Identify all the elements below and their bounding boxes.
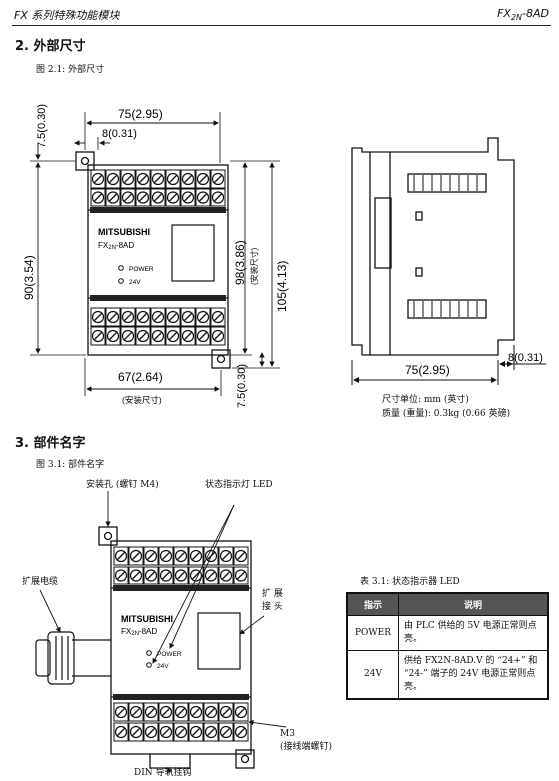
callout-expansion-cable: 扩展电缆 bbox=[22, 577, 59, 587]
units-note: 尺寸单位: mm (英寸) 质量 (重量): 0.3kg (0.66 英磅) bbox=[382, 393, 510, 421]
external-dimension-drawing: MITSUBISHI FX2N-8AD POWER 24V 75(2.95) bbox=[22, 104, 546, 408]
side-view: 75(2.95) 8(0.31) bbox=[351, 137, 546, 385]
header-rule bbox=[12, 25, 551, 26]
table-cell-key: POWER bbox=[346, 615, 399, 651]
terminal-block-top bbox=[113, 546, 249, 585]
part-names-drawing: MITSUBISHI FX2N-8AD POWER 24V bbox=[35, 491, 287, 774]
device-brand: MITSUBISHI bbox=[98, 227, 150, 237]
page-header-left: FX 系列特殊功能模块 bbox=[14, 9, 120, 22]
callout-din-rail-hook: DIN 导轨挂钩 bbox=[134, 768, 192, 778]
dim-side-depth: 75(2.95) bbox=[405, 363, 450, 377]
device-brand: MITSUBISHI bbox=[121, 614, 173, 624]
dim-left-height: 90(3.54) bbox=[22, 255, 36, 300]
table-cell-desc: 由 PLC 供给的 5V 电源正常则点亮。 bbox=[398, 615, 549, 651]
table-row: 24V 供给 FX2N-8AD.V 的 “24+” 和 “24-” 端子的 24… bbox=[346, 650, 549, 700]
status-led-table: 指示 说明 POWER 由 PLC 供给的 5V 电源正常则点亮。 24V 供给… bbox=[346, 592, 549, 700]
terminal-block-bottom bbox=[113, 702, 249, 742]
weight-line: 质量 (重量): 0.3kg (0.66 英磅) bbox=[382, 409, 511, 419]
expansion-cable bbox=[35, 631, 111, 685]
table-3-1-caption: 表 3.1: 状态指示器 LED bbox=[360, 577, 460, 587]
callout-expansion-connector: 扩 展 接 头 bbox=[262, 589, 283, 612]
dim-top-margin: 7.5(0.30) bbox=[36, 104, 48, 148]
led-power-label: POWER bbox=[157, 651, 182, 658]
led-power-label: POWER bbox=[129, 266, 154, 273]
table-row: POWER 由 PLC 供给的 5V 电源正常则点亮。 bbox=[346, 615, 549, 651]
dim-inner-height: 98(3.86) bbox=[233, 240, 247, 285]
dim-bottom-margin: 7.5(0.30) bbox=[236, 364, 248, 408]
led-24v-label: 24V bbox=[129, 279, 141, 286]
table-header-row: 指示 说明 bbox=[346, 592, 549, 616]
table-cell-desc: 供给 FX2N-8AD.V 的 “24+” 和 “24-” 端子的 24V 电源… bbox=[398, 650, 549, 700]
callout-terminal-screw: M3 (接线端螺钉) bbox=[280, 729, 333, 752]
page-header-right: FX2N-8AD bbox=[497, 7, 549, 22]
header-model-main: FX bbox=[497, 7, 511, 20]
header-model-tail: -8AD bbox=[522, 7, 549, 20]
figure-2-1-caption: 图 2.1: 外部尺寸 bbox=[36, 65, 105, 75]
dim-hole-offset: 8(0.31) bbox=[102, 128, 137, 140]
callout-mount-hole: 安装孔 (螺钉 M4) bbox=[86, 480, 159, 490]
dim-bottom-width-note: (安装尺寸) bbox=[122, 395, 162, 405]
units-line: 尺寸单位: mm (英寸) bbox=[382, 395, 469, 405]
table-cell-key: 24V bbox=[346, 650, 399, 700]
table-header-indicator: 指示 bbox=[346, 592, 399, 616]
front-view: MITSUBISHI FX2N-8AD POWER 24V 75(2.95) bbox=[22, 104, 289, 408]
dim-bottom-width: 67(2.64) bbox=[118, 370, 163, 384]
section-3-title: 3. 部件名字 bbox=[15, 436, 86, 451]
device-model: FX2N-8AD bbox=[98, 241, 134, 251]
table-header-description: 说明 bbox=[398, 592, 549, 616]
dim-top-width: 75(2.95) bbox=[118, 107, 163, 121]
dim-full-height: 105(4.13) bbox=[275, 261, 289, 312]
terminal-block-bottom bbox=[90, 307, 226, 346]
dim-side-offset: 8(0.31) bbox=[508, 352, 543, 364]
figure-3-1-caption: 图 3.1: 部件名字 bbox=[36, 460, 105, 470]
header-model-sub: 2N bbox=[510, 13, 523, 23]
section-2-title: 2. 外部尺寸 bbox=[15, 39, 86, 54]
device-model: FX2N-8AD bbox=[121, 627, 157, 637]
terminal-block-top bbox=[90, 169, 226, 207]
dim-inner-height-note: (安装尺寸) bbox=[249, 247, 259, 285]
led-24v-label: 24V bbox=[157, 663, 169, 670]
callout-status-led: 状态指示灯 LED bbox=[205, 480, 273, 490]
